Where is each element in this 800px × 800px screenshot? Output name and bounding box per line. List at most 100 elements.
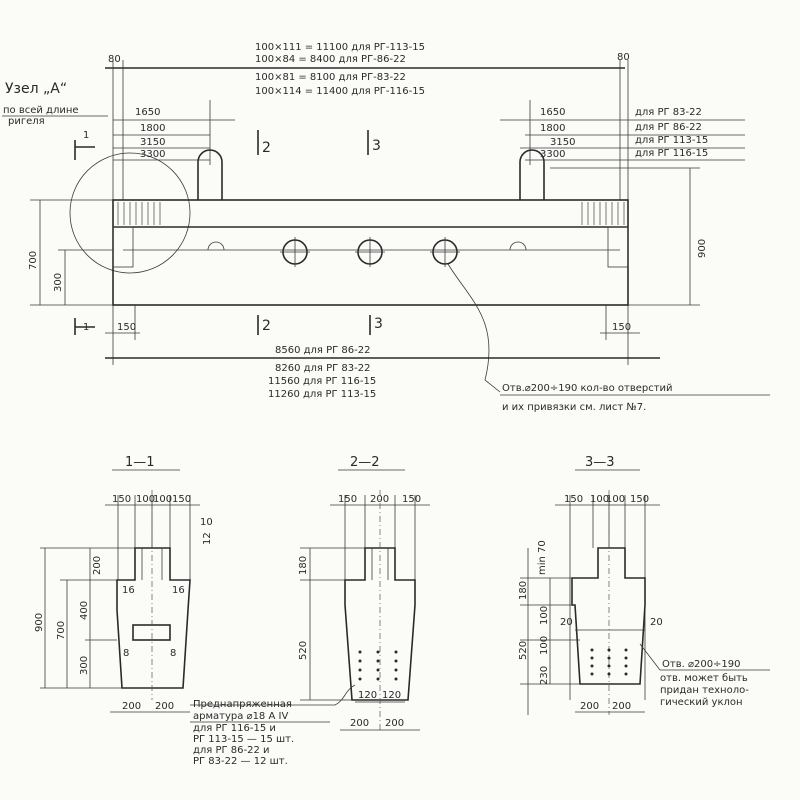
rebar-dots [358,650,398,681]
hole-note: Отв. ⌀200÷190 [662,659,741,670]
dim: 20 [650,617,663,628]
section-1-1: 1—1 150 100 100 150 10 12 16 16 8 8 200 … [34,455,213,713]
dim: 1650 [135,107,160,118]
lifting-loop [197,149,223,200]
section-title: 3—3 [585,455,615,470]
section-2-2: 2—2 150 200 150 180 520 120 120 200 200 [190,455,430,731]
section-marks: 1 1 2 3 2 3 [74,130,383,335]
hole-note: отв. может быть [660,673,748,684]
length-note: 8560 для РГ 86-22 [275,345,371,356]
dim: 20 [560,617,573,628]
beam-elevation [112,149,629,393]
dim: 100 [539,636,550,655]
node-a-circle [69,152,191,274]
dim: 150 [172,494,191,505]
dim: 150 [612,322,631,333]
rebar-note: Преднапряженная арматура ⌀18 A IV для РГ… [190,699,330,767]
hole-note: Отв.⌀200÷190 кол-во отверстий [502,383,673,394]
length-note: 11560 для РГ 116-15 [268,376,376,387]
hole [280,237,310,267]
note-line: для РГ 116-15 и [193,723,276,734]
section-mark: 1 [83,322,89,333]
end-offset-right: 80 [617,52,630,63]
dim: 120 [358,690,377,701]
dim: 8 [123,648,129,659]
dim: 100 [539,606,550,625]
section-mark: 2 [262,140,271,156]
loop-label: для РГ 116-15 [635,148,708,159]
dim: 200 [612,701,631,712]
dim: 700 [56,621,67,640]
dim: min 70 [537,540,548,575]
dim: 230 [539,666,550,685]
dim: 520 [518,641,529,660]
dim: 180 [518,581,529,600]
dim: 1800 [140,123,165,134]
dim: 3300 [540,149,565,160]
section-mark: 3 [372,138,381,154]
section-title: 2—2 [350,455,380,470]
hole-note: придан техноло- [660,685,749,696]
dim: 150 [402,494,421,505]
dim: 400 [79,601,90,620]
dim: 150 [338,494,357,505]
dim: 16 [172,585,185,596]
dim: 300 [79,656,90,675]
note-line: арматура ⌀18 A IV [193,711,288,722]
note-line: для РГ 86-22 и [193,745,270,756]
dim: 900 [34,613,45,632]
dim: 520 [298,641,309,660]
dim: 200 [370,494,389,505]
bottom-length-notes: 8560 для РГ 86-22 8260 для РГ 83-22 1156… [105,345,770,413]
dim: 12 [202,532,213,545]
rebar-dots [590,648,628,676]
dim: 8 [170,648,176,659]
section-3-3: 3—3 150 100 100 150 min 70 180 100 100 5… [518,455,770,715]
dim: 1650 [540,107,565,118]
length-note: 8260 для РГ 83-22 [275,363,371,374]
overall-length-notes: 100×111 = 11100 для РГ-113-15 100×84 = 8… [105,42,630,97]
length-note: 100×111 = 11100 для РГ-113-15 [255,42,425,53]
hole [430,237,460,267]
node-label: Узел „А“ [5,81,67,97]
section-mark: 2 [262,318,271,334]
dim: 180 [298,556,309,575]
dim: 3150 [550,137,575,148]
section-mark: 1 [83,130,89,141]
section-mark: 3 [374,316,383,332]
dim: 120 [382,690,401,701]
dim: 150 [630,494,649,505]
note-line: Преднапряженная [193,699,292,710]
height-dimensions: 700 300 900 150 150 [28,167,708,340]
lifting-loop [519,149,545,200]
section-title: 1—1 [125,455,155,470]
length-note: 100×114 = 11400 для РГ-116-15 [255,86,425,97]
dim: 200 [92,556,103,575]
dim: 900 [697,239,708,258]
dim: 200 [122,701,141,712]
note-line: РГ 113-15 — 15 шт. [193,734,294,745]
dim: 700 [28,251,39,270]
dim: 200 [155,701,174,712]
dim: 200 [580,701,599,712]
dim: 100 [136,494,155,505]
dim: 100 [606,494,625,505]
dim: 16 [122,585,135,596]
dim: 1800 [540,123,565,134]
loop-label: для РГ 113-15 [635,135,708,146]
hole-note: и их привязки см. лист №7. [502,402,646,413]
dim: 100 [153,494,172,505]
dim: 200 [350,718,369,729]
loop-label: для РГ 83-22 [635,107,702,118]
dim: 150 [117,322,136,333]
dim: 150 [564,494,583,505]
node-a-callout: Узел „А“ по всей длине ригеля [2,81,191,274]
loop-dimensions-left: 1650 1800 3150 3300 [113,100,235,165]
dim: 3150 [140,137,165,148]
loop-label: для РГ 86-22 [635,122,702,133]
length-note: 100×81 = 8100 для РГ-83-22 [255,72,406,83]
dim: 300 [53,273,64,292]
loop-dimensions-right: 1650 1800 3150 3300 для РГ 83-22 для РГ … [500,100,745,165]
dim: 200 [385,718,404,729]
